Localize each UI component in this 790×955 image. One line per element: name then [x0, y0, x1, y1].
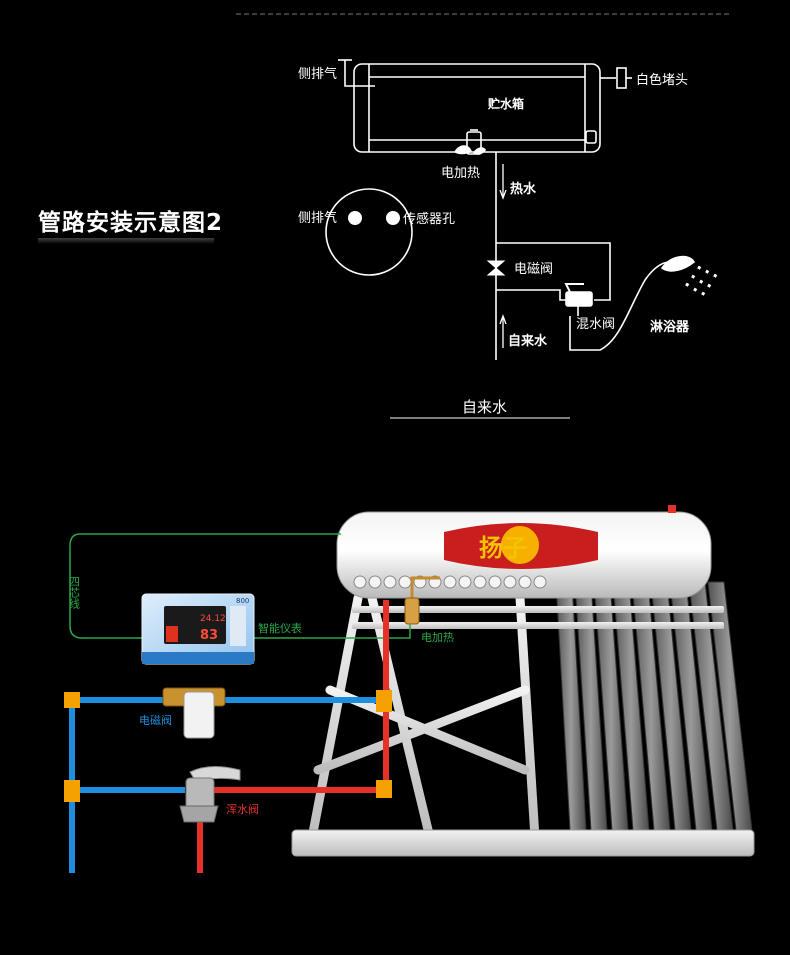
brand-text: 扬子 — [479, 534, 527, 562]
label-four-core-wire: 四芯线 — [68, 576, 81, 609]
water-spray — [685, 265, 718, 296]
hot-line-to-mixer — [496, 242, 611, 301]
four-core-wire — [69, 533, 341, 639]
label-tap-water: 自来水 — [508, 333, 548, 349]
pipe-fittings — [64, 690, 392, 802]
electric-heater — [404, 597, 420, 625]
side-vent-pipe — [344, 60, 375, 87]
tank-end-cap — [325, 188, 413, 276]
base-frame — [291, 829, 755, 857]
schematic — [325, 59, 718, 419]
label-tap-water-caption: 自来水 — [462, 398, 507, 416]
label-vent-port: 侧排气 — [298, 210, 337, 226]
meter-time-readout: 24.12 — [200, 614, 226, 624]
label-side-vent: 侧排气 — [298, 66, 337, 82]
heater-element — [466, 131, 482, 155]
meter-model: 800 — [236, 597, 249, 605]
meter-temp-readout: 83 — [200, 628, 218, 643]
smart-meter: 24.12 83 800 — [141, 593, 255, 665]
label-solenoid: 电磁阀 — [514, 262, 553, 277]
page-title: 管路安装示意图2 — [38, 210, 224, 236]
vacuum-tubes — [555, 581, 753, 831]
solar-heater-illustration: 扬子 — [291, 505, 755, 857]
white-plug — [616, 67, 627, 89]
label-shower: 淋浴器 — [650, 319, 690, 335]
mixing-valve-symbol — [565, 291, 593, 307]
label-sensor-port: 传感器孔 — [403, 211, 455, 227]
label-mixing-valve: 混水阀 — [576, 317, 615, 332]
leaf-icon — [454, 145, 472, 155]
label-smart-meter: 智能仪表 — [258, 621, 302, 635]
label-solenoid-valve: 电磁阀 — [139, 713, 172, 727]
mixing-valve — [179, 766, 241, 823]
label-tank: 贮水箱 — [487, 96, 524, 111]
label-electric-heater: 电加热 — [421, 631, 454, 644]
label-hot-water: 热水 — [510, 181, 537, 197]
title-reflection — [38, 238, 214, 244]
label-mixing-valve: 浑水阀 — [226, 802, 259, 816]
solenoid-valve — [162, 687, 226, 739]
label-white-plug: 白色堵头 — [636, 72, 688, 88]
shower-hose — [569, 261, 671, 351]
sensor-port — [386, 211, 400, 225]
label-heater: 电加热 — [441, 166, 480, 181]
vent-port — [348, 211, 362, 225]
shower-head-icon — [660, 255, 696, 272]
solenoid-valve-symbol — [486, 260, 506, 276]
